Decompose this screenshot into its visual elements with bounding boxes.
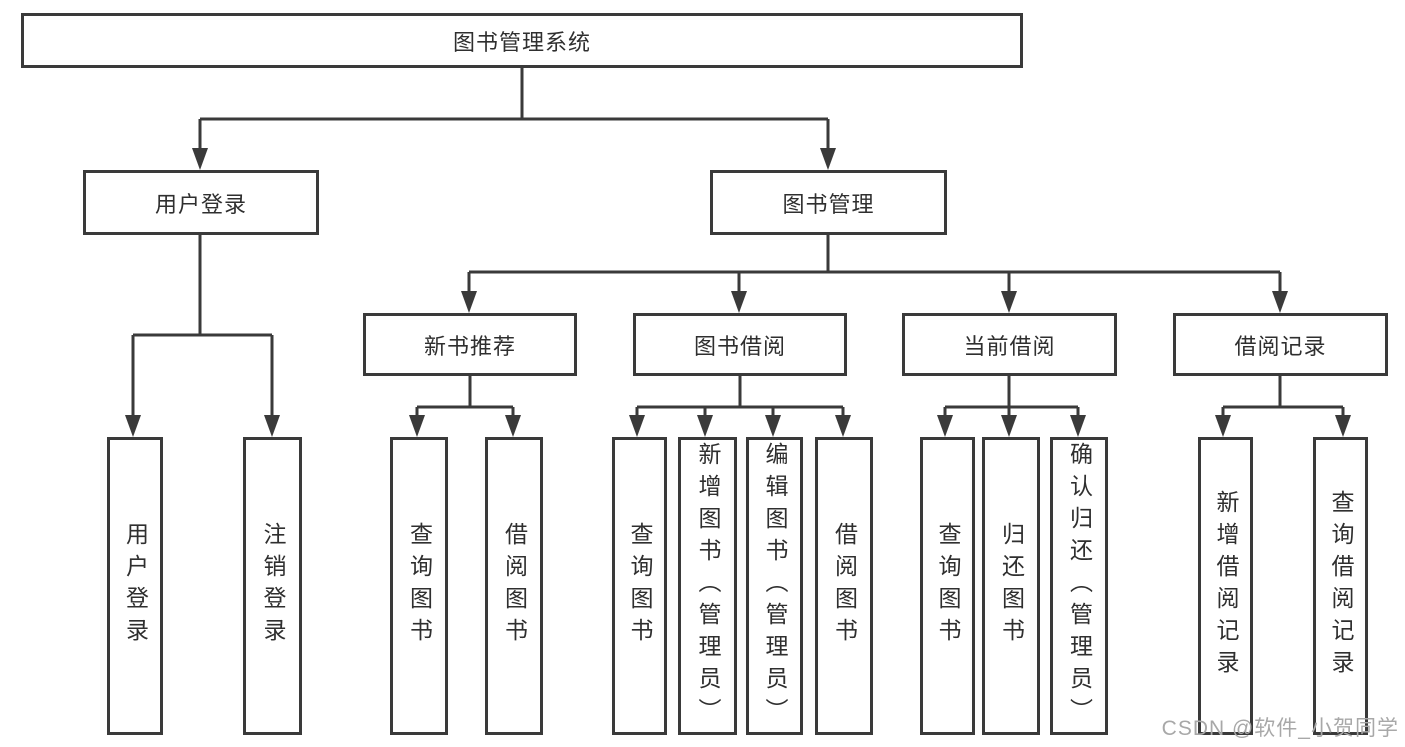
connector-records-to-leaves <box>1221 376 1345 419</box>
connector-current-to-leaves <box>943 376 1080 419</box>
arrowheads <box>125 148 1351 437</box>
node-label: 用户登录 <box>154 191 247 217</box>
node-book-management: 图书管理 <box>710 170 947 235</box>
arrowhead <box>125 415 141 437</box>
arrowhead <box>765 415 781 437</box>
arrowhead <box>835 415 851 437</box>
node-book-borrow: 图书借阅 <box>633 313 847 376</box>
arrowhead <box>1215 415 1231 437</box>
node-user-login: 用户登录 <box>83 170 319 235</box>
node-label: 借阅记录 <box>1234 333 1327 359</box>
node-label: 新增图书（管理员） <box>695 442 721 730</box>
leaf-borrow-books-2: 借阅图书 <box>815 437 873 735</box>
node-borrow-records: 借阅记录 <box>1173 313 1388 376</box>
connector-userlogin-to-leaves <box>131 235 274 419</box>
arrowhead <box>1001 415 1017 437</box>
arrowhead <box>697 415 713 437</box>
node-label: 当前借阅 <box>963 333 1056 359</box>
connector-newbooks-to-leaves <box>415 376 515 419</box>
leaf-confirm-return-admin: 确认归还（管理员） <box>1050 437 1108 735</box>
node-label: 借阅图书 <box>501 522 528 650</box>
node-label: 查询图书 <box>627 522 653 650</box>
leaf-return-books: 归还图书 <box>982 437 1040 735</box>
csdn-watermark: CSDN @软件_小贺同学 <box>1161 717 1399 740</box>
node-label: 归还图书 <box>998 522 1025 650</box>
node-label: 图书管理系统 <box>452 29 591 55</box>
arrowhead <box>937 415 953 437</box>
arrowhead <box>820 148 836 170</box>
leaf-query-borrow-record: 查询借阅记录 <box>1313 437 1368 735</box>
connector-bookmgmt-to-level3 <box>467 235 1282 295</box>
arrowhead <box>1070 415 1086 437</box>
node-label: 编辑图书（管理员） <box>762 442 788 730</box>
arrowhead <box>1272 291 1288 313</box>
node-label: 注销登录 <box>260 522 286 650</box>
leaf-edit-books-admin: 编辑图书（管理员） <box>746 437 803 735</box>
node-label: 确认归还（管理员） <box>1066 442 1093 730</box>
leaf-borrow-books-1: 借阅图书 <box>485 437 543 735</box>
node-label: 查询图书 <box>935 522 961 650</box>
node-label: 图书管理 <box>782 191 875 217</box>
node-label: 新增借阅记录 <box>1213 490 1239 682</box>
arrowhead <box>461 291 477 313</box>
arrowhead <box>264 415 280 437</box>
arrowhead <box>1335 415 1351 437</box>
connector-borrow-to-leaves <box>635 376 845 419</box>
leaf-user-login: 用户登录 <box>107 437 163 735</box>
node-label: 用户登录 <box>122 522 149 650</box>
leaf-logout: 注销登录 <box>243 437 302 735</box>
arrowhead <box>1001 291 1017 313</box>
leaf-query-books-3: 查询图书 <box>920 437 975 735</box>
node-label: 借阅图书 <box>831 522 858 650</box>
arrowhead <box>409 415 425 437</box>
leaf-query-books-2: 查询图书 <box>612 437 667 735</box>
connector-root-to-level2 <box>198 68 830 152</box>
node-label: 新书推荐 <box>423 333 516 359</box>
leaf-add-books-admin: 新增图书（管理员） <box>678 437 737 735</box>
leaf-add-borrow-record: 新增借阅记录 <box>1198 437 1253 735</box>
node-label: 图书借阅 <box>693 333 786 359</box>
arrowhead <box>629 415 645 437</box>
leaf-query-books-1: 查询图书 <box>390 437 448 735</box>
node-current-borrow: 当前借阅 <box>902 313 1117 376</box>
node-label: 查询图书 <box>406 522 433 650</box>
node-new-book-recommend: 新书推荐 <box>363 313 577 376</box>
arrowhead <box>192 148 208 170</box>
arrowhead <box>731 291 747 313</box>
node-label: 查询借阅记录 <box>1328 490 1354 682</box>
node-library-management-system: 图书管理系统 <box>21 13 1023 68</box>
arrowhead <box>505 415 521 437</box>
